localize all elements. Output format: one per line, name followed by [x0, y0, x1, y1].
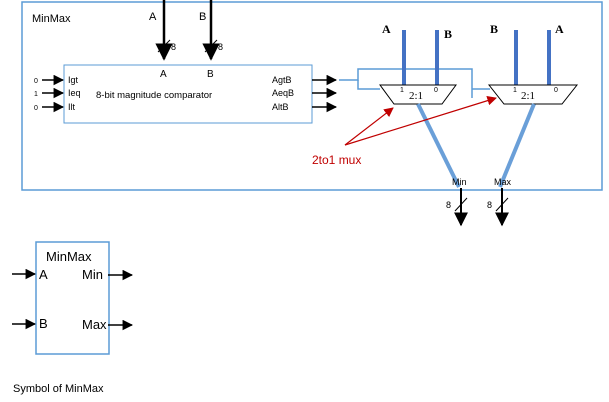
mux2-body: [487, 84, 579, 105]
cascade-input-igt: 0 Igt: [34, 74, 79, 86]
schematic-frame: [21, 1, 603, 191]
output-min-width-slash: [454, 197, 468, 212]
select-wire: [339, 68, 473, 98]
top-input-b-label: B: [199, 11, 206, 23]
cascade-input-ieq: 1 Ieq: [34, 87, 81, 99]
symbol-block: [35, 241, 110, 355]
output-label-altb: AltB: [272, 102, 289, 112]
output-min-width-label: 8: [446, 200, 451, 210]
symbol-title: MinMax: [46, 249, 92, 264]
output-label-aeqb: AeqB: [272, 88, 294, 98]
comparator-block: [63, 64, 313, 124]
output-max-width-slash: [495, 197, 509, 212]
annotation-label: 2to1 mux: [312, 153, 361, 167]
annotation-arrow-mux2: [344, 95, 497, 146]
mux1-input-a-label: A: [382, 22, 391, 36]
input-value-ieq: 1: [34, 91, 38, 98]
input-label-ilt: Ilt: [68, 102, 76, 112]
output-label-agtb: AgtB: [272, 75, 292, 85]
output-min-label: Min: [452, 177, 467, 187]
input-label-ieq: Ieq: [68, 88, 81, 98]
bus-a-width-slash: [157, 39, 171, 53]
symbol-caption: Symbol of MinMax: [13, 383, 104, 395]
input-value-igt: 0: [34, 78, 38, 85]
symbol-output-max-label: Max: [82, 317, 107, 332]
bus-b-width-slash: [204, 39, 218, 53]
comparator-title: 8-bit magnitude comparator: [96, 90, 212, 101]
comparator-port-a: A: [160, 69, 167, 80]
comparator-port-b: B: [207, 69, 214, 80]
mux2-output-bus: [498, 103, 536, 188]
mux2-label: 2:1: [521, 90, 535, 102]
input-value-ilt: 0: [34, 105, 38, 112]
mux2-input-a-label: A: [555, 22, 564, 36]
mux2-sel0: 0: [554, 87, 558, 94]
symbol-input-b-label: B: [39, 316, 48, 331]
cascade-input-ilt: 0 Ilt: [34, 101, 76, 113]
mux1-label: 2:1: [409, 90, 423, 102]
output-max-label: Max: [494, 177, 512, 187]
bus-b-width-label: 8: [218, 42, 223, 52]
top-input-a-label: A: [149, 11, 157, 23]
mux1-output-bus: [416, 103, 461, 188]
symbol-output-min-label: Min: [82, 267, 103, 282]
mux1-input-b-label: B: [444, 27, 452, 41]
mux1-sel1: 1: [400, 87, 404, 94]
output-max-width-label: 8: [487, 200, 492, 210]
bus-a-width-label: 8: [171, 42, 176, 52]
symbol-input-a-label: A: [39, 267, 48, 282]
mux1-body: [379, 84, 457, 105]
mux2-input-b-label: B: [490, 22, 498, 36]
input-label-igt: Igt: [68, 75, 79, 85]
mux1-sel0: 0: [434, 87, 438, 94]
annotation-arrow-mux1: [344, 107, 394, 146]
select-wire-mux1: [357, 80, 380, 90]
schematic-title: MinMax: [32, 13, 71, 25]
mux2-sel1: 1: [513, 87, 517, 94]
